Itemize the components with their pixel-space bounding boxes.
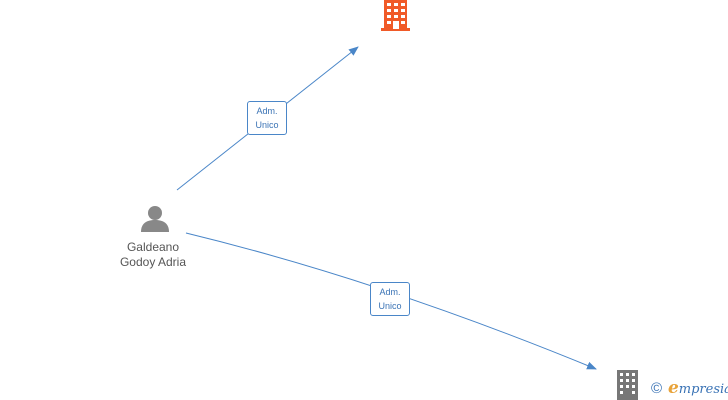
edge-label-2-line-1: Adm. [379,287,401,297]
person-name-label[interactable]: Galdeano Godoy Adria [103,240,203,270]
edge-label-2-line-2: Unico [378,301,402,311]
person-name-line-2: Godoy Adria [119,255,187,269]
copyright-symbol: © [651,380,663,397]
edge-label-1[interactable]: Adm. Unico [247,101,287,135]
company-node-2[interactable] [617,370,638,400]
brand-logo: empresia [668,378,728,398]
edge-label-2[interactable]: Adm. Unico [370,282,410,316]
watermark: © empresia [651,378,728,398]
edge-label-1-line-1: Adm. [256,106,278,116]
brand-initial: e [667,378,679,398]
company-node-1[interactable] [381,0,410,31]
person-node[interactable] [141,206,169,232]
edge-label-1-line-2: Unico [255,120,279,130]
brand-rest: mpresia [678,382,728,397]
person-icon [141,206,169,232]
person-name-line-1: Galdeano [126,240,180,254]
building-icon [617,370,638,400]
building-icon [381,0,410,31]
